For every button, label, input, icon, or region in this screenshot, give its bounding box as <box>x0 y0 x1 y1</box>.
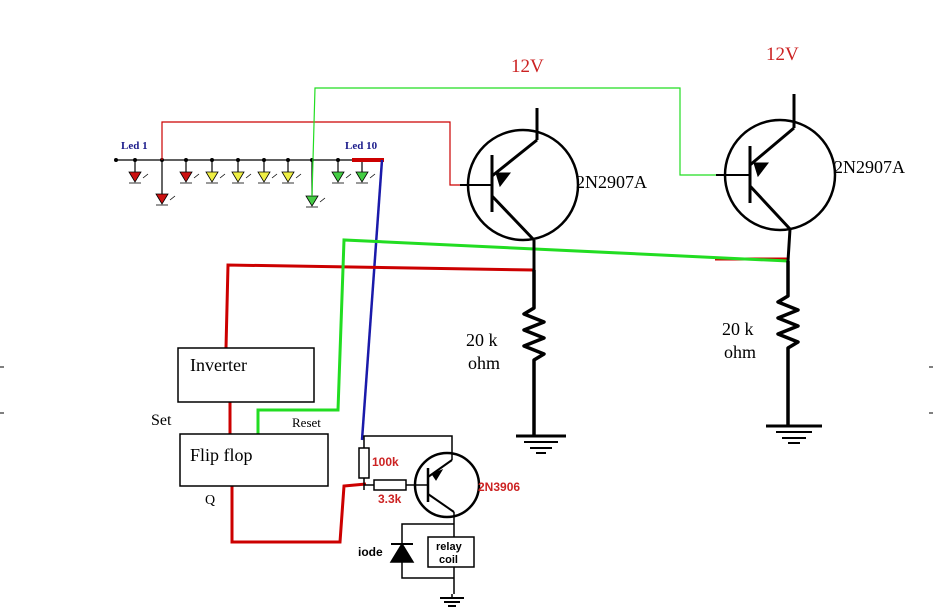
led-10 <box>355 171 376 184</box>
red-wire-t1-collector-to-inverter <box>224 263 535 349</box>
red-wire-q-to-base <box>230 482 367 544</box>
resistor-2-unit-label: ohm <box>724 342 756 362</box>
led-last-label: Led 10 <box>345 140 378 152</box>
supply-label-1: 12V <box>511 56 544 77</box>
led-3 <box>179 171 200 184</box>
edge-ticks <box>0 366 933 414</box>
led-8 <box>305 195 326 208</box>
diode-label: iode <box>358 545 383 559</box>
ground-2 <box>766 424 822 444</box>
flip-flop-box <box>179 433 329 487</box>
relay-label-line-1: relay <box>436 541 463 553</box>
green-wire-led-to-t2-base <box>311 87 750 197</box>
base-resistor-2-label: 3.3k <box>378 492 402 506</box>
led-9 <box>331 171 352 184</box>
led-6 <box>257 171 278 184</box>
ground-1 <box>516 434 566 454</box>
transistor-2 <box>716 94 837 262</box>
blue-wire-led10-to-100k <box>360 159 384 441</box>
ground-3 <box>440 597 464 607</box>
transistor-1-label: 2N2907A <box>576 172 647 192</box>
led-7 <box>281 171 302 184</box>
inverter-box <box>177 347 315 403</box>
resistor-2-value-label: 20 k <box>722 319 754 339</box>
led-4 <box>205 171 226 184</box>
led-first-label: Led 1 <box>121 140 148 152</box>
transistor-1 <box>460 108 580 270</box>
flip-flop-label: Flip flop <box>190 445 253 465</box>
led-2 <box>155 193 176 206</box>
set-label: Set <box>151 412 172 429</box>
relay-label-line-2: coil <box>439 554 458 566</box>
resistor-1-value-label: 20 k <box>466 330 498 350</box>
transistor-3-label: 2N3906 <box>478 480 520 494</box>
led-1 <box>128 171 149 184</box>
transistor-2-label: 2N2907A <box>834 157 905 177</box>
reset-label: Reset <box>292 415 321 430</box>
led-5 <box>231 171 252 184</box>
base-resistor-1-label: 100k <box>372 455 399 469</box>
relay-driver <box>358 435 481 598</box>
resistor-1-20k <box>522 270 546 435</box>
supply-label-2: 12V <box>766 44 799 65</box>
resistor-1-unit-label: ohm <box>468 353 500 373</box>
green-wire-t2-to-reset <box>256 238 789 434</box>
inverter-label: Inverter <box>190 355 247 375</box>
q-output-label: Q <box>205 493 215 508</box>
resistor-2-20k <box>776 261 800 425</box>
